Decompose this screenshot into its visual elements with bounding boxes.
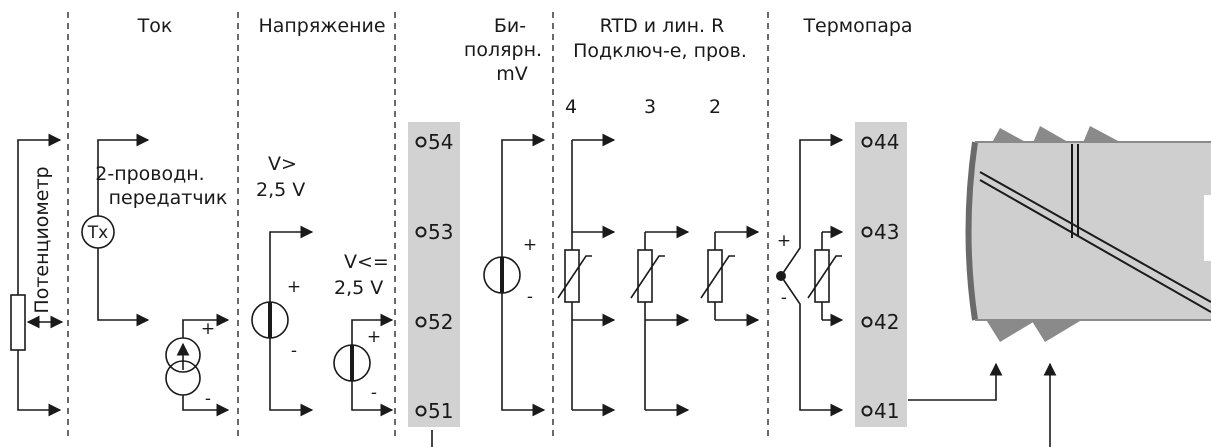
terminal-42-screw [861,316,873,328]
thermocouple-minus: - [781,288,787,308]
current-minus: - [205,389,211,409]
v-high-label-1: V> [268,153,297,175]
v-high-minus: - [291,341,297,361]
terminal-44-screw [861,136,873,148]
current-wire-top [182,313,230,338]
terminal-53-screw [415,226,427,238]
device-front-edge [965,141,978,321]
bipolar-wire-bottom [501,293,546,417]
header-bipolar-2: полярн. [464,39,542,61]
terminal-51-screw [415,405,427,417]
terminal-44: 44 [874,130,899,154]
terminal-strip-left-body [408,122,460,427]
transmitter-symbol-text: Tx [87,223,108,243]
terminal-53: 53 [428,220,453,244]
v-low-wire-top [351,313,394,345]
terminal-strip-right-body [855,122,907,427]
bipolar-plus: + [523,235,537,255]
transmitter-wire-bottom [97,248,150,327]
device-fin-bottom-2 [1030,318,1085,342]
potentiometer-wire-top [17,133,62,295]
header-thermocouple: Термопара [802,15,912,37]
current-circuit: 2-проводн. передатчик Tx + - [81,133,230,417]
bipolar-circuit: + - [483,133,546,417]
terminal-54-screw [415,136,427,148]
thermocouple-wire-minus [780,275,844,417]
terminal-51: 51 [428,399,453,423]
bipolar-wire-top [501,133,546,257]
rtd4-thermal-mark [557,255,592,299]
device-diagonal-2 [979,179,1211,313]
terminal-strip-right: 44 43 42 41 [855,122,907,427]
thermocouple-circuit: + - [776,133,844,417]
leader-41-to-device [908,362,1003,401]
terminal-41: 41 [874,399,899,423]
v-low-minus: - [371,383,377,403]
device-body [968,142,1211,320]
transmitter-label-1: 2-проводн. [95,163,204,185]
wires-3-label: 3 [644,96,656,118]
terminal-43: 43 [874,220,899,244]
header-bipolar-3: mV [496,63,528,85]
potentiometer-label: Потенциометр [31,166,53,313]
v-low-label-2: 2,5 V [334,277,383,299]
rtd-circuit [557,133,760,417]
device-housing [965,126,1211,342]
header-rtd-1: RTD и лин. R [600,15,725,37]
terminal-43-screw [861,226,873,238]
header-bipolar-1: Би- [494,15,526,37]
thermocouple-plus: + [777,231,791,251]
v-high-wire-top [269,225,314,302]
leader-arrows [908,362,1057,447]
potentiometer-wire-bottom [17,350,62,417]
current-plus: + [201,319,215,339]
header-voltage: Напряжение [258,15,385,37]
v-low-plus: + [367,327,381,347]
terminal-52: 52 [428,310,453,334]
terminal-42: 42 [874,310,899,334]
header-current: Ток [137,15,173,37]
v-high-label-2: 2,5 V [256,179,305,201]
device-fin-bottom-1 [985,318,1040,342]
v-high-plus: + [287,277,301,297]
v-high-wire-bottom [269,338,314,417]
terminal-strip-left: 54 53 52 51 [408,122,460,447]
header-rtd-2: Подключ-е, пров. [573,40,747,62]
terminal-54: 54 [428,130,453,154]
v-low-label-1: V<= [344,251,389,273]
rtd2-thermal-mark [700,255,735,299]
wires-4-label: 4 [565,96,577,118]
column-headers: Ток Напряжение Би- полярн. mV RTD и лин.… [137,15,913,118]
potentiometer-circuit: Потенциометр [10,133,64,417]
cjc-thermal-mark [807,255,842,299]
terminal-52-screw [415,316,427,328]
device-diagonal-1 [979,171,1211,303]
current-wire-bottom [182,395,230,417]
transmitter-label-2: передатчик [109,187,228,209]
bipolar-minus: - [527,287,533,307]
column-separators [67,12,769,440]
device-side-window [1204,195,1211,261]
terminal-41-screw [861,405,873,417]
voltage-circuit: V> 2,5 V + - V<= 2,5 V + - [251,153,394,417]
potentiometer-symbol [10,294,26,351]
v-low-wire-bottom [351,381,394,417]
thermocouple-wire-plus [780,133,844,277]
transmitter-wire-top [97,133,150,216]
rtd3-thermal-mark [630,255,665,299]
wires-2-label: 2 [709,96,721,118]
